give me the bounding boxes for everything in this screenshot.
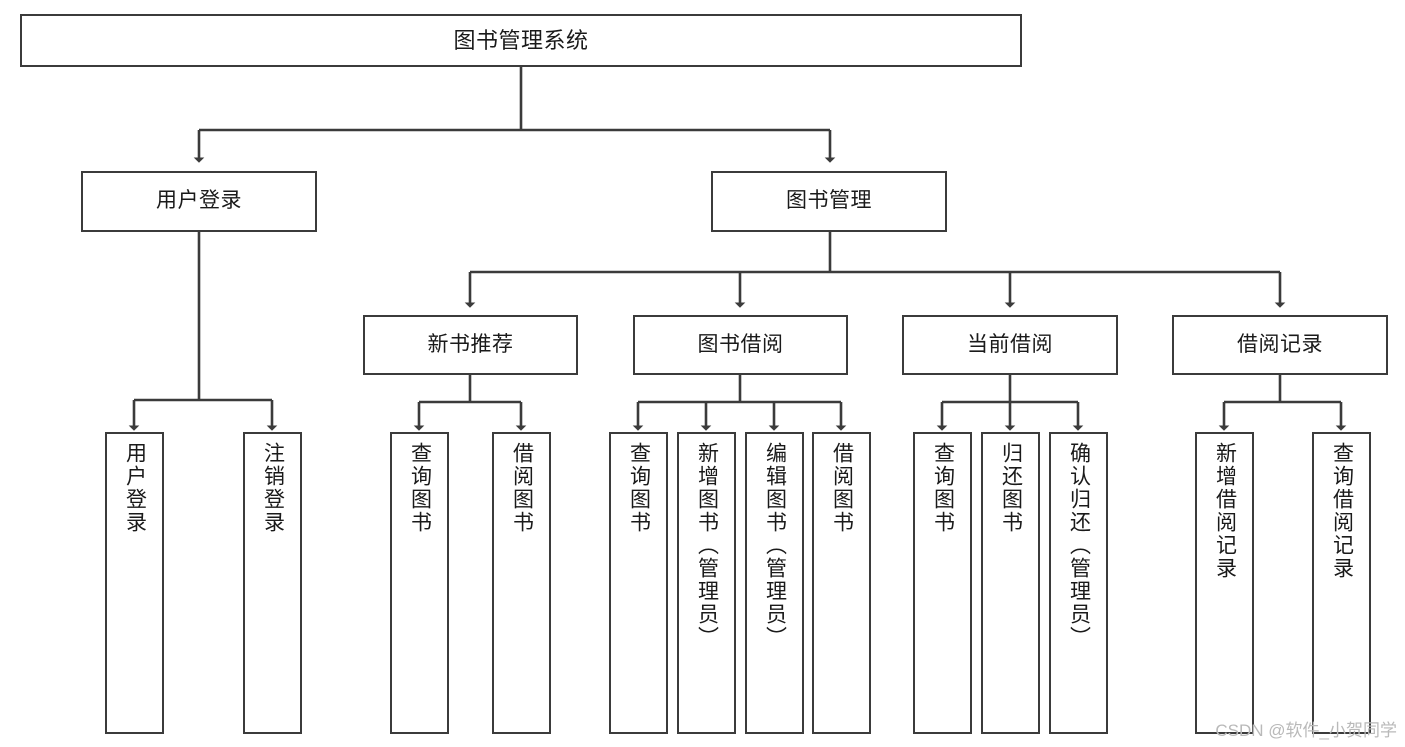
leaf-borrow-books-recommendation[interactable]: 借阅图书 xyxy=(492,432,551,734)
leaf-add-book-admin[interactable]: 新增图书（管理员） xyxy=(677,432,736,734)
node-label: 新增借阅记录 xyxy=(1213,442,1237,580)
node-label: 注销登录 xyxy=(261,442,285,534)
node-label: 新增图书（管理员） xyxy=(695,442,719,649)
node-label: 归还图书 xyxy=(999,442,1023,534)
leaf-logout[interactable]: 注销登录 xyxy=(243,432,302,734)
leaf-query-books-borrowing[interactable]: 查询图书 xyxy=(609,432,668,734)
node-label: 查询借阅记录 xyxy=(1330,442,1354,580)
node-label: 图书管理系统 xyxy=(453,27,589,53)
node-borrowing-records[interactable]: 借阅记录 xyxy=(1172,315,1388,375)
leaf-add-borrow-record[interactable]: 新增借阅记录 xyxy=(1195,432,1254,734)
node-label: 图书借阅 xyxy=(697,332,784,356)
node-label: 确认归还（管理员） xyxy=(1067,442,1091,649)
node-label: 新书推荐 xyxy=(427,332,514,356)
leaf-edit-book-admin[interactable]: 编辑图书（管理员） xyxy=(745,432,804,734)
csdn-watermark: CSDN @软件_小贺同学 xyxy=(1215,721,1397,740)
leaf-user-login[interactable]: 用户登录 xyxy=(105,432,164,734)
node-label: 查询图书 xyxy=(408,442,432,534)
node-new-book-recommendation[interactable]: 新书推荐 xyxy=(363,315,578,375)
leaf-query-books-current[interactable]: 查询图书 xyxy=(913,432,972,734)
node-label: 用户登录 xyxy=(123,442,147,534)
node-label: 图书管理 xyxy=(786,189,872,213)
leaf-query-books-recommendation[interactable]: 查询图书 xyxy=(390,432,449,734)
node-label: 查询图书 xyxy=(931,442,955,534)
leaf-return-books[interactable]: 归还图书 xyxy=(981,432,1040,734)
node-book-management[interactable]: 图书管理 xyxy=(711,171,947,232)
leaf-query-borrow-record[interactable]: 查询借阅记录 xyxy=(1312,432,1371,734)
node-label: 用户登录 xyxy=(156,189,242,213)
node-label: 借阅记录 xyxy=(1237,332,1323,356)
leaf-confirm-return-admin[interactable]: 确认归还（管理员） xyxy=(1049,432,1108,734)
node-root-system[interactable]: 图书管理系统 xyxy=(20,14,1022,67)
node-label: 编辑图书（管理员） xyxy=(763,442,787,649)
node-book-borrowing[interactable]: 图书借阅 xyxy=(633,315,848,375)
node-label: 借阅图书 xyxy=(510,442,534,534)
node-label: 借阅图书 xyxy=(830,442,854,534)
node-label: 查询图书 xyxy=(627,442,651,534)
node-label: 当前借阅 xyxy=(967,332,1053,356)
leaf-borrow-books-borrowing[interactable]: 借阅图书 xyxy=(812,432,871,734)
node-current-borrowing[interactable]: 当前借阅 xyxy=(902,315,1118,375)
node-user-login[interactable]: 用户登录 xyxy=(81,171,317,232)
